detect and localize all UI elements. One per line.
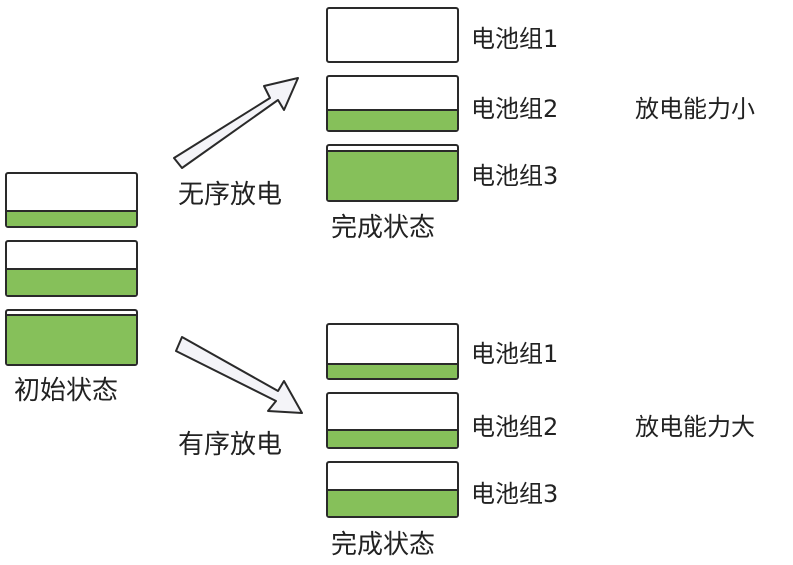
top-battery-label-3: 电池组3 xyxy=(471,162,559,190)
top-battery-cell-3 xyxy=(326,144,459,202)
bottom-battery-cell-2 xyxy=(326,392,459,449)
bottom-result-label: 放电能力大 xyxy=(635,413,755,441)
initial-battery-cell-3 xyxy=(5,309,138,366)
top-battery-cell-1 xyxy=(326,7,459,63)
charge-level xyxy=(328,150,457,200)
charge-level xyxy=(7,314,136,364)
top-result-label: 放电能力小 xyxy=(635,95,755,123)
arrow-down-right-icon xyxy=(175,336,303,414)
initial-state-caption: 初始状态 xyxy=(14,376,119,406)
top-battery-label-2: 电池组2 xyxy=(471,95,559,123)
charge-level xyxy=(7,267,136,295)
charge-level xyxy=(328,108,457,130)
bottom-battery-label-1: 电池组1 xyxy=(471,340,559,368)
top-arrow-label: 无序放电 xyxy=(178,180,283,210)
top-battery-cell-2 xyxy=(326,75,459,132)
initial-battery-cell-1 xyxy=(5,172,138,228)
top-completion-caption: 完成状态 xyxy=(331,213,436,243)
charge-level xyxy=(7,209,136,226)
bottom-battery-cell-1 xyxy=(326,323,459,380)
bottom-arrow-label: 有序放电 xyxy=(178,430,283,460)
bottom-battery-label-3: 电池组3 xyxy=(471,480,559,508)
charge-level xyxy=(328,488,457,516)
bottom-completion-caption: 完成状态 xyxy=(331,530,436,560)
initial-battery-cell-2 xyxy=(5,240,138,297)
top-battery-label-1: 电池组1 xyxy=(471,25,559,53)
bottom-battery-cell-3 xyxy=(326,461,459,518)
bottom-battery-label-2: 电池组2 xyxy=(471,413,559,441)
charge-level xyxy=(328,429,457,447)
arrow-up-right-icon xyxy=(173,77,299,169)
charge-level xyxy=(328,362,457,378)
